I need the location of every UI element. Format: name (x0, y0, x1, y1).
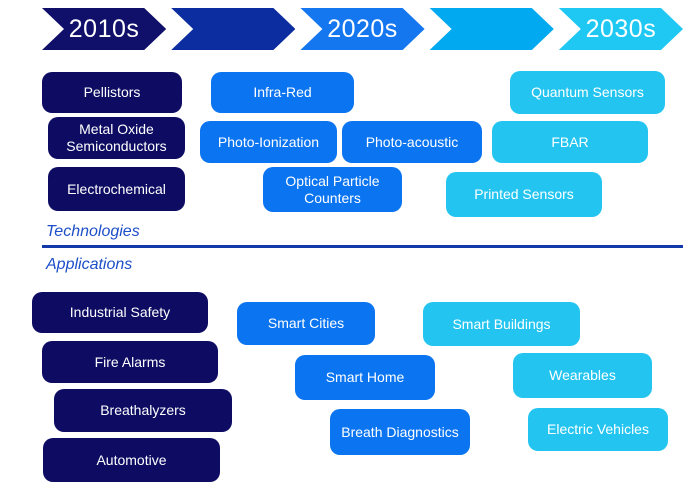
app-box-breath-diagnostics: Breath Diagnostics (330, 409, 470, 455)
technologies-section-label: Technologies (46, 223, 140, 240)
tech-box-fbar: FBAR (492, 121, 648, 163)
app-box-smart-home: Smart Home (295, 355, 435, 400)
chevron-2010s: 2010s (42, 8, 166, 50)
decade-label-2030s: 2030s (585, 14, 657, 43)
app-box-fire-alarms: Fire Alarms (42, 341, 218, 383)
tech-box-optical-particle-counters: Optical Particle Counters (263, 167, 402, 212)
decade-label-2020s: 2020s (327, 14, 398, 43)
applications-section-label: Applications (46, 256, 133, 273)
tech-box-photo-acoustic: Photo-acoustic (342, 121, 482, 163)
tech-box-infra-red: Infra-Red (211, 72, 354, 113)
app-box-electric-vehicles: Electric Vehicles (528, 408, 668, 451)
timeline-chevron-band: 2010s 2020s 2030s (42, 8, 683, 50)
tech-box-pellistors: Pellistors (42, 72, 182, 113)
app-box-automotive: Automotive (43, 438, 220, 482)
chevron-spacer-1 (171, 8, 295, 50)
tech-box-electrochemical: Electrochemical (48, 167, 185, 211)
app-box-breathalyzers: Breathalyzers (54, 389, 232, 432)
tech-box-printed-sensors: Printed Sensors (446, 172, 602, 217)
app-box-smart-buildings: Smart Buildings (423, 302, 580, 346)
app-box-wearables: Wearables (513, 353, 652, 398)
chevron-2030s: 2030s (559, 8, 683, 50)
decade-label-2010s: 2010s (68, 14, 140, 43)
app-box-industrial-safety: Industrial Safety (32, 292, 208, 333)
tech-box-photo-ionization: Photo-Ionization (200, 121, 337, 163)
app-box-smart-cities: Smart Cities (237, 302, 375, 345)
chevron-spacer-2 (430, 8, 554, 50)
tech-box-quantum-sensors: Quantum Sensors (510, 71, 665, 114)
tech-box-metal-oxide-semiconductors: Metal Oxide Semiconductors (48, 117, 185, 159)
section-divider-line (42, 245, 683, 248)
chevron-2020s: 2020s (300, 8, 424, 50)
